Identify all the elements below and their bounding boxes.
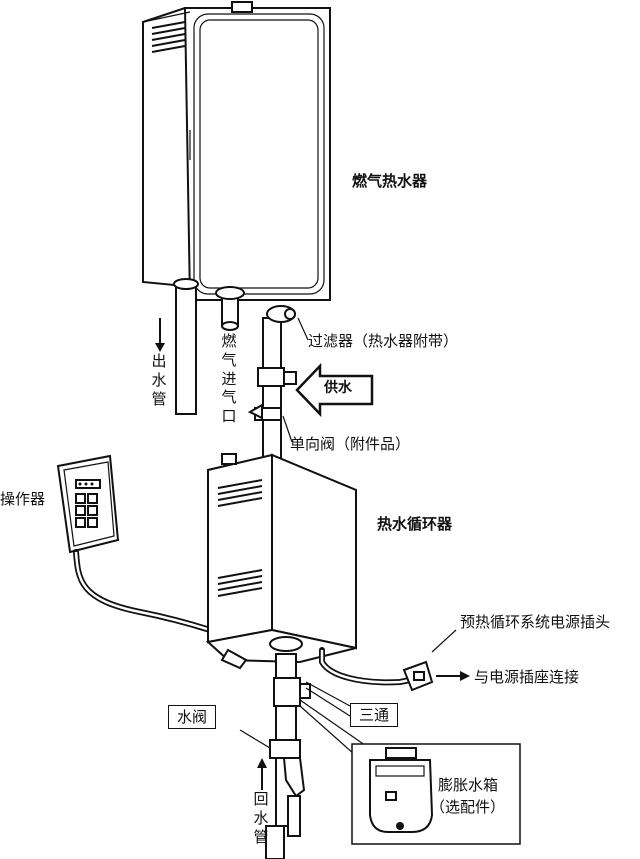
expansion-tank-note: （选配件） — [430, 798, 506, 816]
power-plug-label: 预热循环系统电源插头 — [460, 613, 611, 631]
water-heater — [142, 1, 331, 302]
circulator-unit — [205, 453, 357, 670]
return-pipe-label: 回水管 — [253, 790, 269, 846]
tee-and-valve — [265, 653, 311, 859]
supply-arrow — [295, 362, 374, 418]
expansion-tank — [369, 747, 434, 833]
tee-label: 三通 — [350, 703, 399, 727]
gas-inlet-label: 燃气进气口 — [221, 332, 237, 425]
expansion-tank-label: 膨胀水箱 — [438, 776, 499, 794]
outlet-pipe — [155, 278, 199, 415]
power-connect-label: 与电源插座连接 — [474, 668, 580, 686]
heater-label: 燃气热水器 — [352, 172, 428, 190]
controller-device — [56, 454, 120, 554]
supply-label: 供水 — [324, 380, 352, 396]
controller-label: 操作器 — [0, 490, 46, 508]
gas-inlet-pipe — [215, 286, 245, 331]
circulator-label: 热水循环器 — [377, 515, 453, 533]
filter-label: 过滤器（热水器附带） — [308, 332, 459, 350]
check-valve-label: 单向阀（附件品） — [290, 435, 411, 453]
water-valve-label: 水阀 — [168, 705, 217, 729]
power-plug — [402, 660, 434, 692]
outlet-pipe-label: 出水管 — [151, 352, 167, 408]
